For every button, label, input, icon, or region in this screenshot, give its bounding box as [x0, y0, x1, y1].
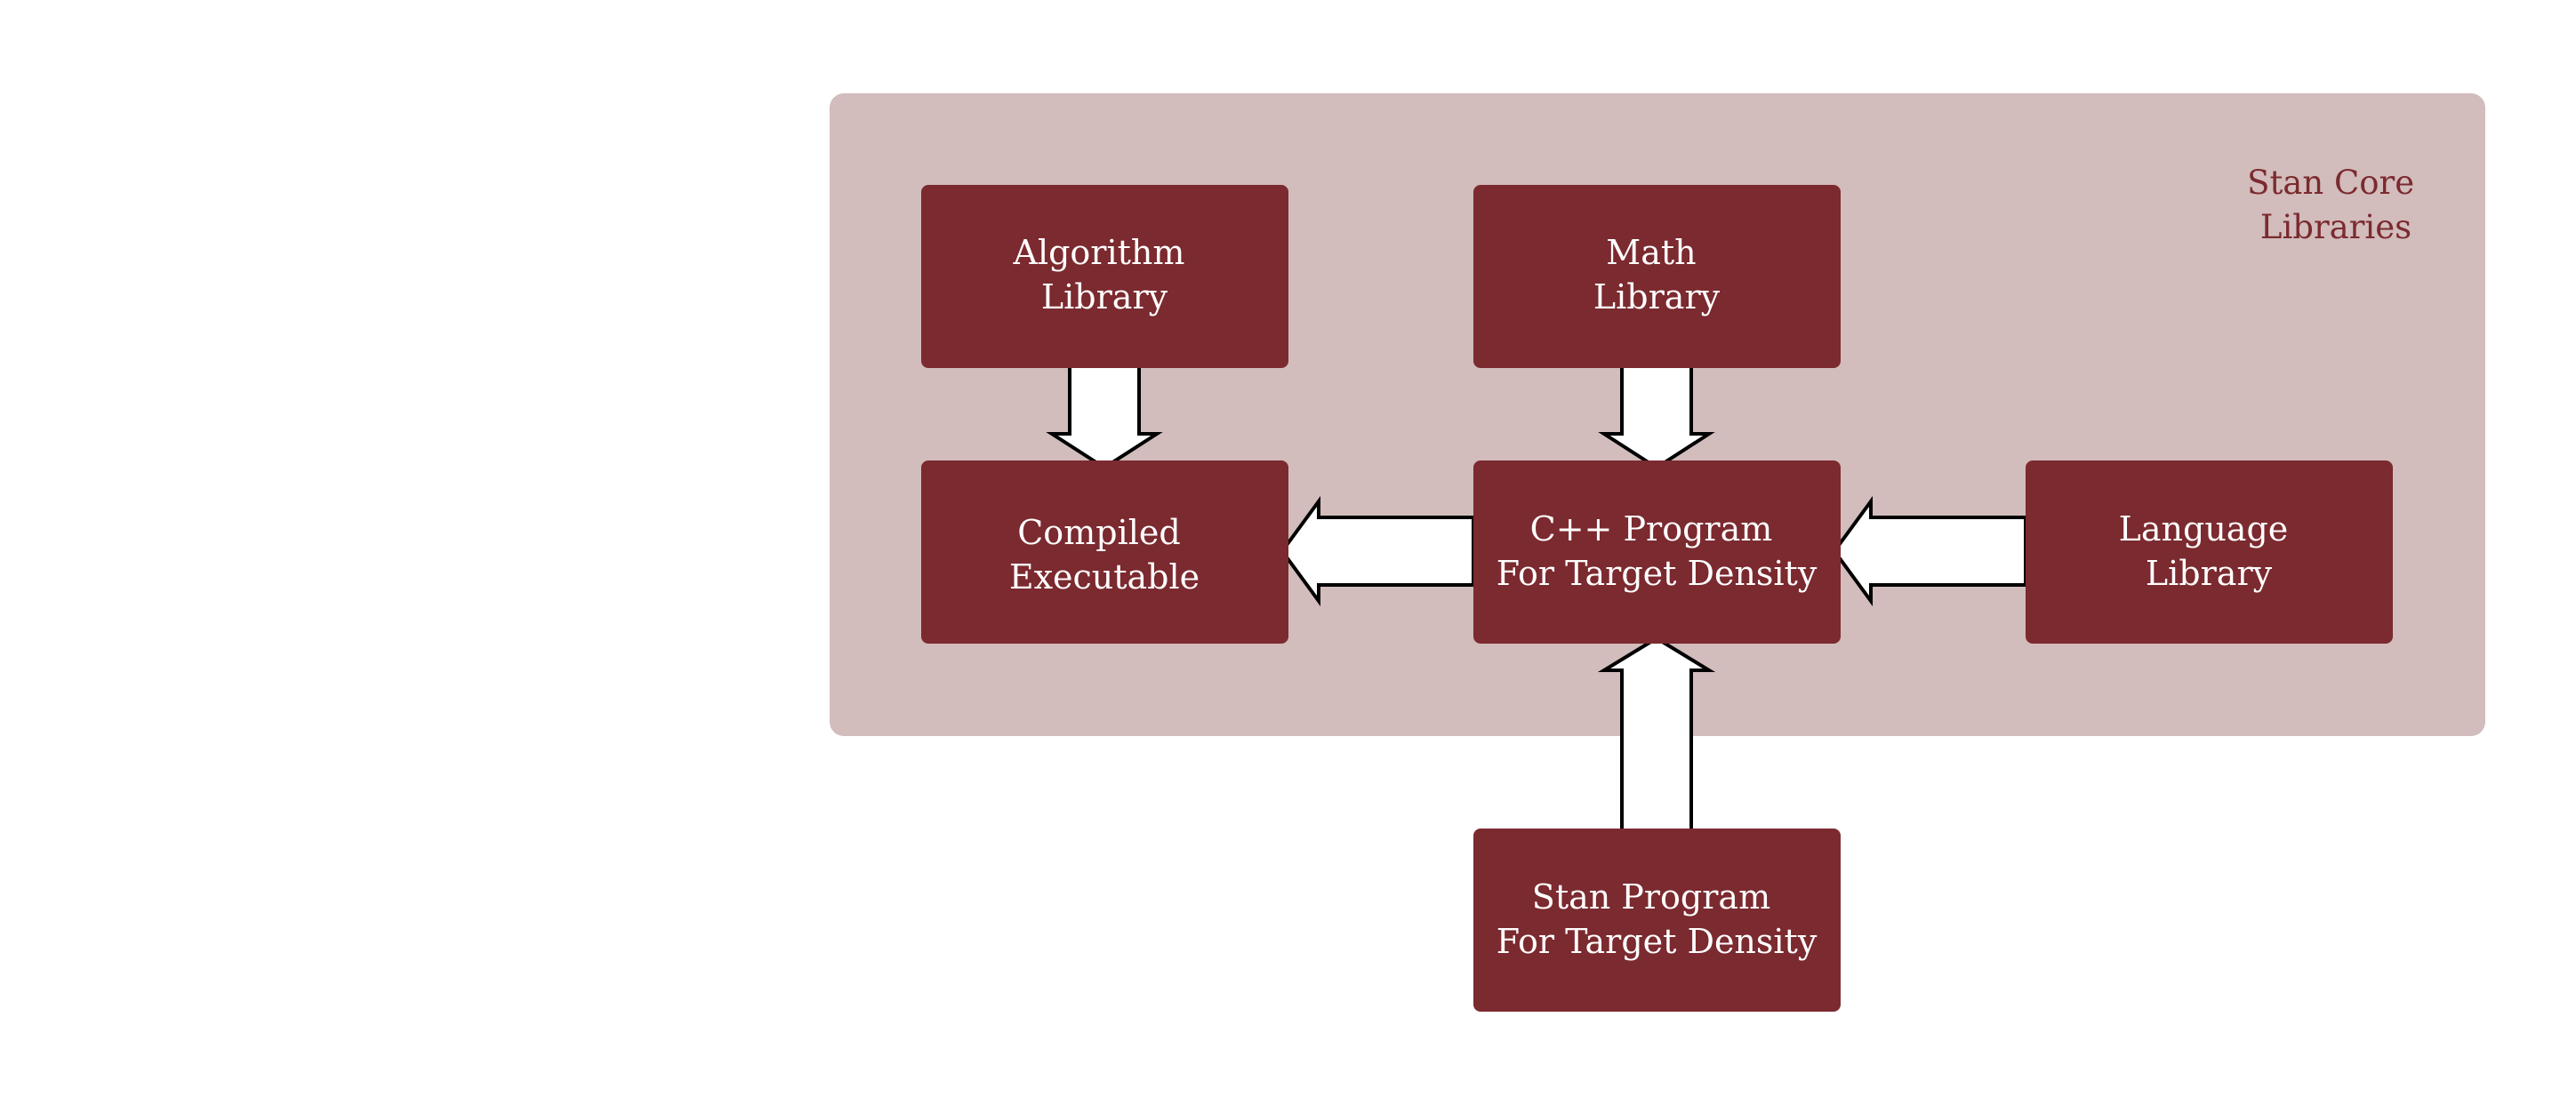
node-language-library-line-1: Language [2119, 509, 2289, 548]
node-math-library-line-2: Library [1593, 277, 1721, 316]
node-algorithm-library-line-2: Library [1041, 277, 1168, 316]
svg-text:Stan Program For Target: Stan Program For Target Density [1497, 877, 1818, 961]
group-label-line-2: Libraries [2260, 208, 2411, 246]
node-compiled-executable-line-2: Executable [1009, 557, 1200, 597]
node-stan-program-line-2: For Target Density [1497, 922, 1818, 961]
arrow-math-to-cpp [1598, 364, 1715, 470]
svg-text:Language Library: Language Library [2119, 509, 2299, 593]
node-language-library-line-2: Library [2146, 554, 2273, 593]
node-cpp-program-line-2: For Target Density [1497, 554, 1818, 593]
node-math-library-line-1: Math [1606, 233, 1696, 272]
arrow-cpp-to-compiled [1280, 495, 1475, 607]
node-language-library: Language Library [2026, 460, 2393, 644]
node-cpp-program: C++ Program For Target Density [1473, 460, 1841, 644]
node-math-library: Math Library [1473, 185, 1841, 368]
node-algorithm-library-line-1: Algorithm [1013, 233, 1185, 272]
group-label-line-1: Stan Core [2247, 164, 2414, 202]
node-compiled-executable-line-1: Compiled [1017, 513, 1180, 552]
svg-text:Math Library: Math Library [1593, 233, 1721, 316]
arrow-language-to-cpp [1832, 495, 2027, 607]
node-algorithm-library: Algorithm Library [921, 185, 1288, 368]
arrow-algorithm-to-compiled [1046, 364, 1163, 470]
svg-text:C++ Program For Target D: C++ Program For Target Density [1497, 509, 1818, 593]
node-stan-program-line-1: Stan Program [1532, 877, 1770, 917]
svg-text:Compiled Executable: Compiled Executable [1009, 513, 1200, 597]
svg-text:Algorithm Library: Algorithm Library [1013, 233, 1196, 316]
node-cpp-program-line-1: C++ Program [1530, 509, 1773, 548]
node-stan-program: Stan Program For Target Density [1473, 829, 1841, 1012]
stan-core-libraries-label: Stan Core Libraries [2247, 164, 2425, 246]
node-compiled-executable: Compiled Executable [921, 460, 1288, 644]
arrow-stan-to-cpp [1597, 636, 1716, 832]
